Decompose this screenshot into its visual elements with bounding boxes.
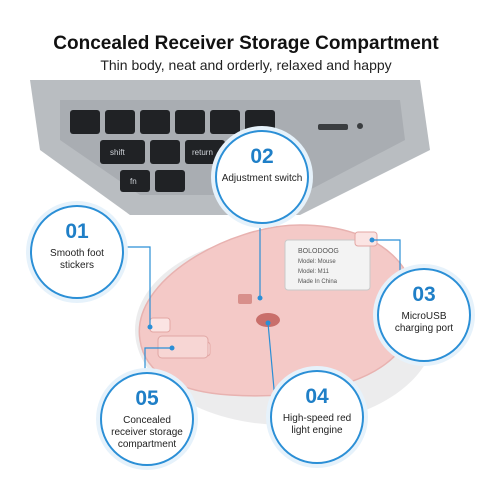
laptop-key (245, 110, 275, 134)
callout-01: 01 Smooth foot stickers (30, 205, 124, 299)
connector-dot (265, 320, 271, 326)
laptop-port (318, 124, 348, 130)
foot-sticker (354, 231, 378, 247)
connector-dot (257, 295, 263, 301)
callout-02: 02 Adjustment switch (215, 130, 309, 224)
callout-dots (147, 237, 375, 351)
receiver-compartment (157, 335, 209, 359)
callout-04: 04 High-speed red light engine (270, 370, 364, 464)
callout-05-label: Concealed receiver storage compartment (111, 415, 183, 450)
foot-sticker (149, 317, 171, 333)
laptop-key-shift (100, 140, 145, 164)
laptop-key-fn (120, 170, 150, 192)
callout-04-label: High-speed red light engine (282, 413, 352, 436)
mouse-body (138, 224, 416, 397)
callout-02-label: Adjustment switch (221, 173, 303, 184)
laptop-key (70, 110, 100, 134)
mouse-label: BOLODOOG Model: Mouse Model: M11 Made In… (284, 239, 371, 291)
laptop-key (175, 110, 205, 134)
mouse-label-line1: BOLODOOG (298, 248, 339, 255)
mouse-label-sticker (284, 239, 371, 291)
callout-03: 03 MicroUSB charging port (377, 268, 471, 362)
connector-dot (169, 345, 175, 351)
page-title: Concealed Receiver Storage Compartment (53, 33, 439, 54)
adjustment-switch (238, 294, 252, 304)
callout-03-label: MicroUSB charging port (394, 311, 454, 334)
callout-05-number: 05 (135, 387, 159, 410)
laptop-key (210, 110, 240, 134)
connector-dot (147, 324, 153, 330)
mouse: BOLODOOG Model: Mouse Model: M11 Made In… (138, 224, 416, 397)
mouse-label-line2: Model: Mouse (298, 259, 336, 265)
callout-01-number: 01 (65, 220, 89, 243)
connector-01 (120, 246, 151, 327)
mouse-label-line3: Model: M11 (298, 269, 330, 275)
laptop-key-return (185, 140, 225, 164)
fn-key-label: fn (130, 177, 137, 186)
shift-key-label: shift (110, 148, 125, 157)
laptop-port (357, 123, 363, 129)
laptop-key (155, 170, 185, 192)
red-light-sensor (256, 313, 280, 327)
laptop-key (150, 140, 180, 164)
mouse-label-line4: Made In China (298, 279, 338, 285)
callout-04-number: 04 (305, 385, 329, 408)
callout-02-number: 02 (250, 145, 274, 168)
callout-01-label: Smooth foot stickers (50, 248, 104, 271)
connector-dot (369, 237, 375, 243)
return-key-label: return (192, 148, 213, 157)
page-subtitle: Thin body, neat and orderly, relaxed and… (100, 57, 392, 73)
callout-05: 05 Concealed receiver storage compartmen… (100, 372, 194, 466)
laptop-key (140, 110, 170, 134)
callout-03-number: 03 (412, 283, 436, 306)
laptop-key (105, 110, 135, 134)
